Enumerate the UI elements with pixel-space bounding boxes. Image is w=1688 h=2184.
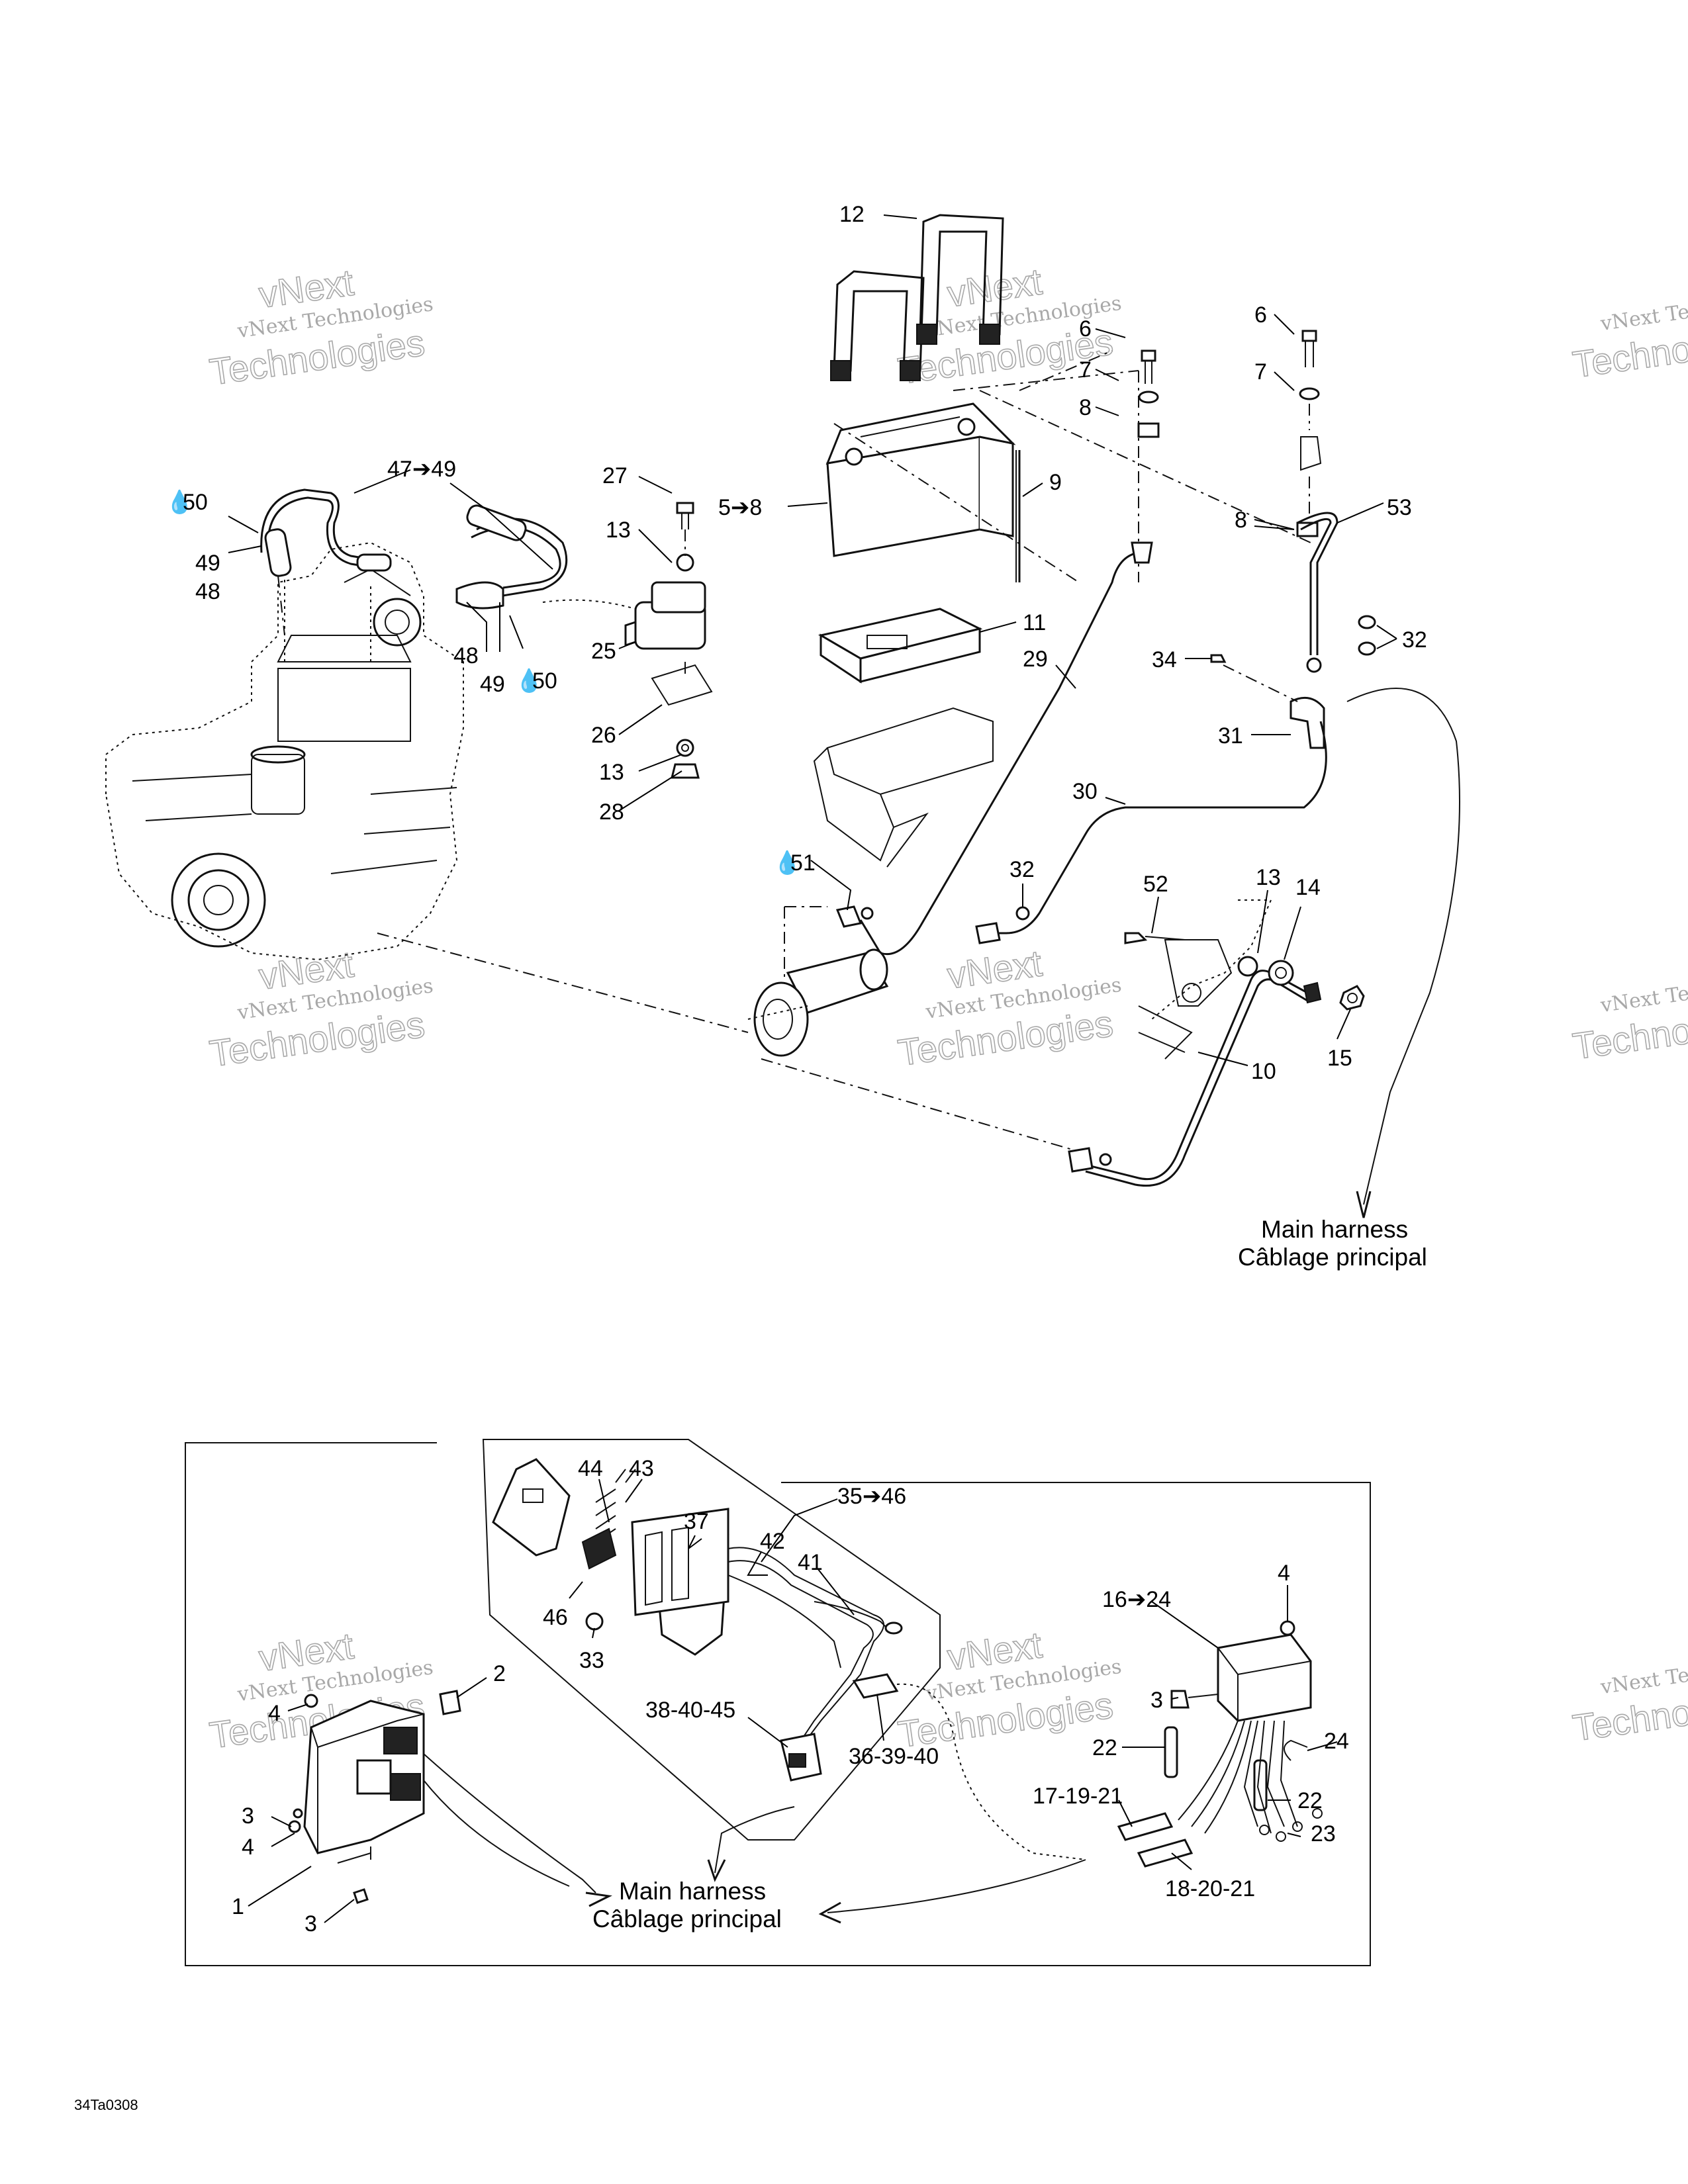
label-32: 32 <box>1402 627 1427 653</box>
svg-text:vNext Technologies: vNext Technologies <box>1599 1649 1688 1699</box>
drop-icon: 💧 <box>773 850 801 876</box>
label-29: 29 <box>1023 647 1048 672</box>
label-8: 8 <box>1079 395 1092 420</box>
svg-text:vNext Technologies: vNext Technologies <box>1599 285 1688 336</box>
label-6: 6 <box>1254 302 1267 328</box>
label-3: 3 <box>1150 1688 1163 1713</box>
label-33: 33 <box>579 1648 604 1673</box>
label-2: 2 <box>493 1661 506 1686</box>
label-42: 42 <box>760 1529 785 1554</box>
label-27: 27 <box>602 463 628 488</box>
engine-assembly <box>105 541 464 961</box>
label-7: 7 <box>1254 359 1267 385</box>
battery-assembly <box>813 214 1322 868</box>
label-37: 37 <box>684 1509 709 1534</box>
main-harness-note-fr-lower: Câblage principal <box>592 1905 782 1933</box>
label-32: 32 <box>1009 857 1035 882</box>
label-53: 53 <box>1387 495 1412 520</box>
cable-53-30 <box>975 512 1460 1218</box>
label-14: 14 <box>1295 875 1321 900</box>
label-41: 41 <box>798 1550 823 1575</box>
main-harness-note-en-lower: Main harness <box>619 1878 766 1905</box>
label-10: 10 <box>1251 1059 1276 1084</box>
label-4: 4 <box>1278 1561 1290 1586</box>
label-15: 15 <box>1327 1046 1352 1071</box>
label-6: 6 <box>1079 316 1092 341</box>
label-34: 34 <box>1152 647 1177 672</box>
engine-control-module <box>288 1690 612 1907</box>
label-11: 11 <box>1023 610 1046 635</box>
label-52: 52 <box>1143 872 1168 897</box>
label-18-20-21: 18-20-21 <box>1165 1876 1255 1901</box>
drop-icon: 💧 <box>515 668 543 694</box>
label-35-46: 35➔46 <box>837 1484 906 1509</box>
label-26: 26 <box>591 723 616 748</box>
drop-icon: 💧 <box>165 489 193 515</box>
label-13: 13 <box>606 518 631 543</box>
label-46: 46 <box>543 1605 568 1630</box>
part-labels: 12 6 7 8 6 7 9 5➔8 27 13 47➔49 💧 50 49 4… <box>74 202 1427 2113</box>
drawing-code: 34Ta0308 <box>74 2097 138 2113</box>
label-44: 44 <box>578 1456 603 1481</box>
main-harness-note-en: Main harness <box>1261 1216 1408 1243</box>
label-49: 49 <box>480 672 505 697</box>
label-9: 9 <box>1049 470 1062 495</box>
label-51: 51 <box>790 850 816 876</box>
label-50: 50 <box>532 668 557 694</box>
label-36-39-40: 36-39-40 <box>849 1744 939 1769</box>
label-1: 1 <box>232 1894 244 1919</box>
label-43: 43 <box>629 1456 654 1481</box>
label-25: 25 <box>591 639 616 664</box>
label-31: 31 <box>1218 723 1243 749</box>
leader-lines <box>228 214 1397 1923</box>
label-22: 22 <box>1297 1788 1323 1813</box>
label-3: 3 <box>242 1803 254 1829</box>
ignition-coil <box>542 502 713 779</box>
label-4: 4 <box>268 1701 281 1726</box>
label-48: 48 <box>453 643 479 668</box>
label-22: 22 <box>1092 1735 1117 1760</box>
label-4: 4 <box>242 1835 254 1860</box>
label-49: 49 <box>195 551 220 576</box>
label-38-40-45: 38-40-45 <box>645 1698 735 1723</box>
ignition-wire-47-49 <box>260 488 568 636</box>
label-8: 8 <box>1235 508 1247 533</box>
svg-text:vNext Technologies: vNext Technologies <box>1599 967 1688 1017</box>
label-13: 13 <box>1256 865 1281 890</box>
cable-29 <box>784 541 1153 1026</box>
label-47-49: 47➔49 <box>387 457 456 482</box>
label-12: 12 <box>839 202 865 227</box>
label-50: 50 <box>183 490 208 515</box>
voltage-regulator <box>1117 1620 1323 1868</box>
label-28: 28 <box>599 799 624 825</box>
main-harness-leaders <box>707 1806 1086 1924</box>
label-13: 13 <box>599 760 624 785</box>
label-7: 7 <box>1079 357 1092 383</box>
label-30: 30 <box>1072 779 1098 804</box>
lower-inset-frame <box>185 1439 1371 1966</box>
label-16-24: 16➔24 <box>1102 1587 1171 1612</box>
label-3: 3 <box>305 1911 317 1936</box>
label-5-8: 5➔8 <box>718 495 762 520</box>
starter-motor <box>377 933 1080 1152</box>
label-48: 48 <box>195 579 220 604</box>
label-17-19-21: 17-19-21 <box>1033 1784 1123 1809</box>
cdi-module <box>492 1458 1086 1860</box>
label-23: 23 <box>1311 1821 1336 1846</box>
main-harness-note-fr: Câblage principal <box>1238 1244 1427 1271</box>
label-24: 24 <box>1324 1729 1349 1754</box>
